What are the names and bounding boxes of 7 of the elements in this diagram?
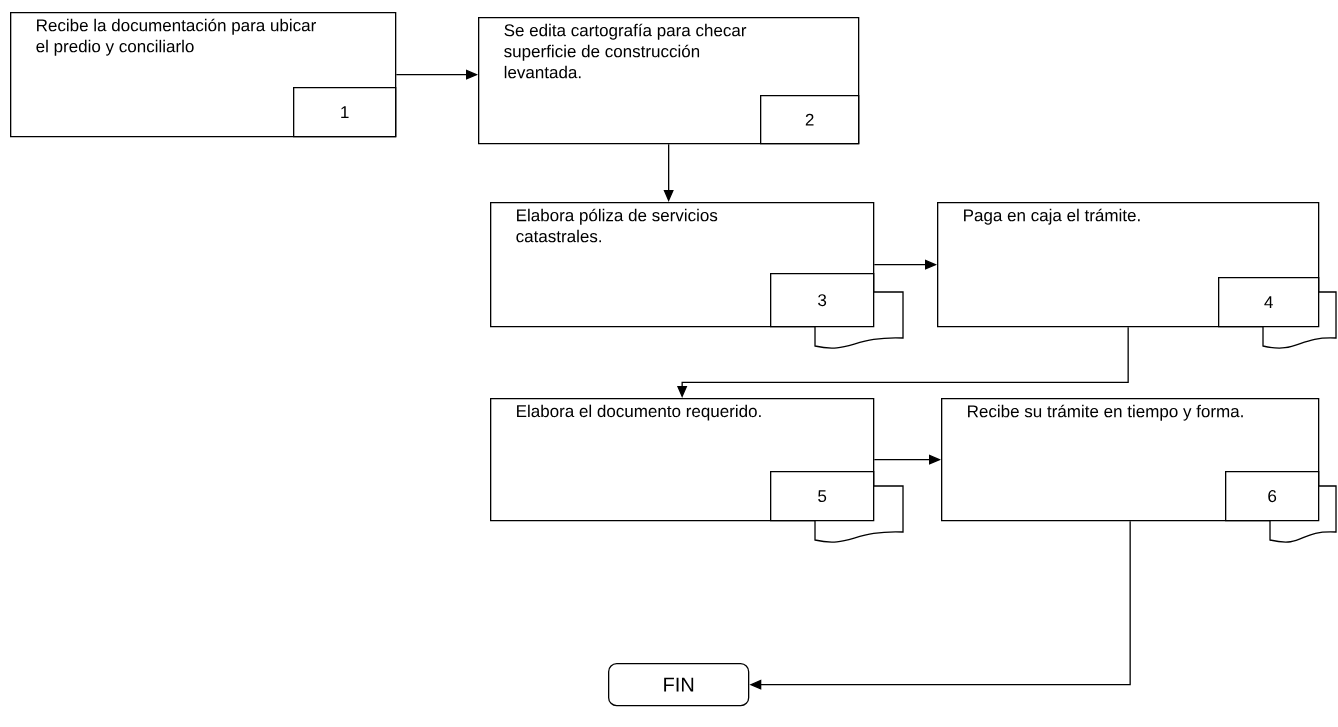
number-box: 3: [770, 273, 875, 328]
number-box: 2: [760, 95, 860, 145]
number-box: 5: [770, 471, 875, 522]
terminal-box: FIN: [608, 663, 750, 707]
number-box: 1: [293, 87, 397, 138]
number-box: 6: [1225, 471, 1320, 522]
number-box: 4: [1218, 277, 1320, 328]
